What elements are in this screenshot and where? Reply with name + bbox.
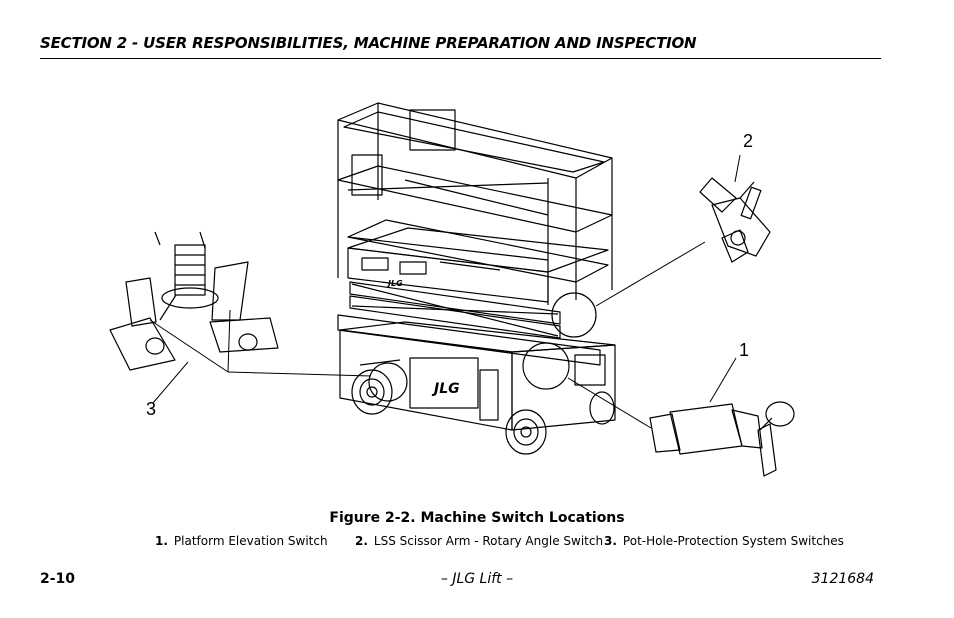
legend-item: 2. LSS Scissor Arm - Rotary Angle Switch [355, 534, 603, 548]
legend-label: LSS Scissor Arm - Rotary Angle Switch [373, 534, 604, 548]
section-title: SECTION 2 - USER RESPONSIBILITIES, MACHI… [40, 34, 697, 52]
platform-guardrails [337, 102, 613, 305]
callout-3: 3 [146, 399, 156, 419]
document-number: 3121684 [811, 571, 874, 587]
jlg-logo-mark-small: JLG [386, 279, 403, 288]
wheels [351, 369, 615, 455]
scissor-arms [337, 281, 601, 366]
base-chassis [339, 321, 616, 431]
legend-item: 3. Pot-Hole-Protection System Switches [604, 534, 844, 548]
page-number: 2-10 [40, 571, 76, 587]
legend-item: 1. Platform Elevation Switch [155, 534, 328, 548]
legend-number: 1. [155, 534, 168, 548]
platform-elevation-switch-detail [649, 401, 795, 477]
legend-number: 3. [604, 534, 617, 548]
platform-deck [347, 227, 609, 303]
callout-2: 2 [743, 131, 753, 151]
rotary-angle-switch-detail [699, 177, 771, 263]
detail-circle-rotary-switch [551, 292, 597, 338]
legend-label: Platform Elevation Switch [173, 534, 328, 548]
callout-1: 1 [739, 340, 749, 360]
detail-circle-pothole-switch [368, 362, 408, 402]
pothole-switch-detail [109, 231, 279, 371]
legend-label: Pot-Hole-Protection System Switches [622, 534, 844, 548]
figure-caption: Figure 2-2. Machine Switch Locations [329, 510, 625, 526]
header-divider [40, 58, 881, 59]
footer-brand: – JLG Lift – [440, 571, 514, 587]
legend-number: 2. [355, 534, 368, 548]
detail-circle-elevation-switch [522, 342, 570, 390]
jlg-logo-mark: JLG [431, 381, 460, 397]
